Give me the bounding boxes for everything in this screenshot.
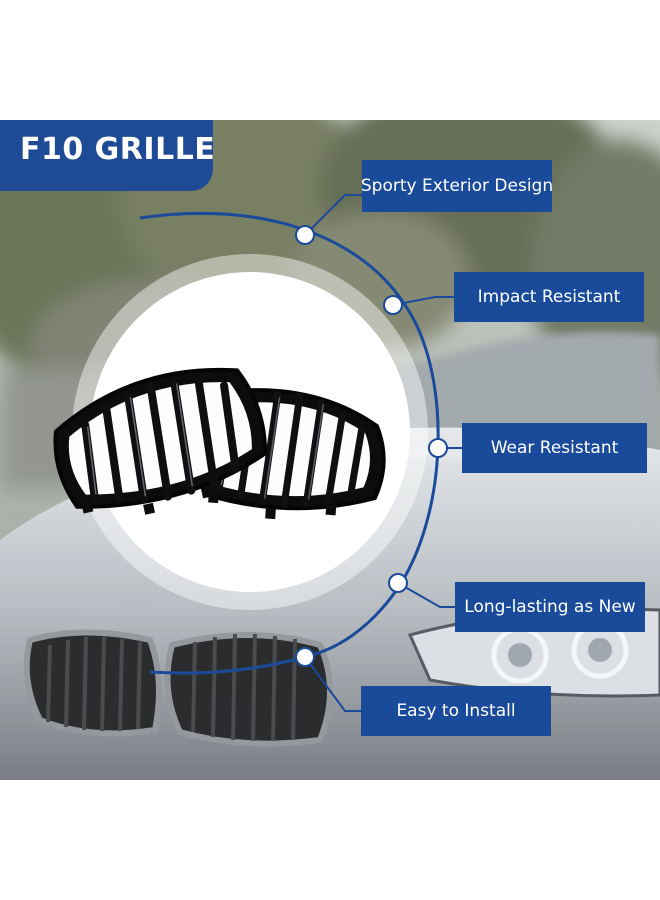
feature-label-sporty-exterior-design: Sporty Exterior Design <box>361 160 553 212</box>
feature-label-impact-resistant: Impact Resistant <box>454 272 644 322</box>
title-banner: F10 GRILLE <box>0 120 216 191</box>
feature-label-easy-to-install: Easy to Install <box>361 686 551 736</box>
page-title: F10 GRILLE <box>20 132 216 167</box>
feature-label-wear-resistant: Wear Resistant <box>462 423 647 473</box>
feature-label-long-lasting: Long-lasting as New <box>455 582 645 632</box>
